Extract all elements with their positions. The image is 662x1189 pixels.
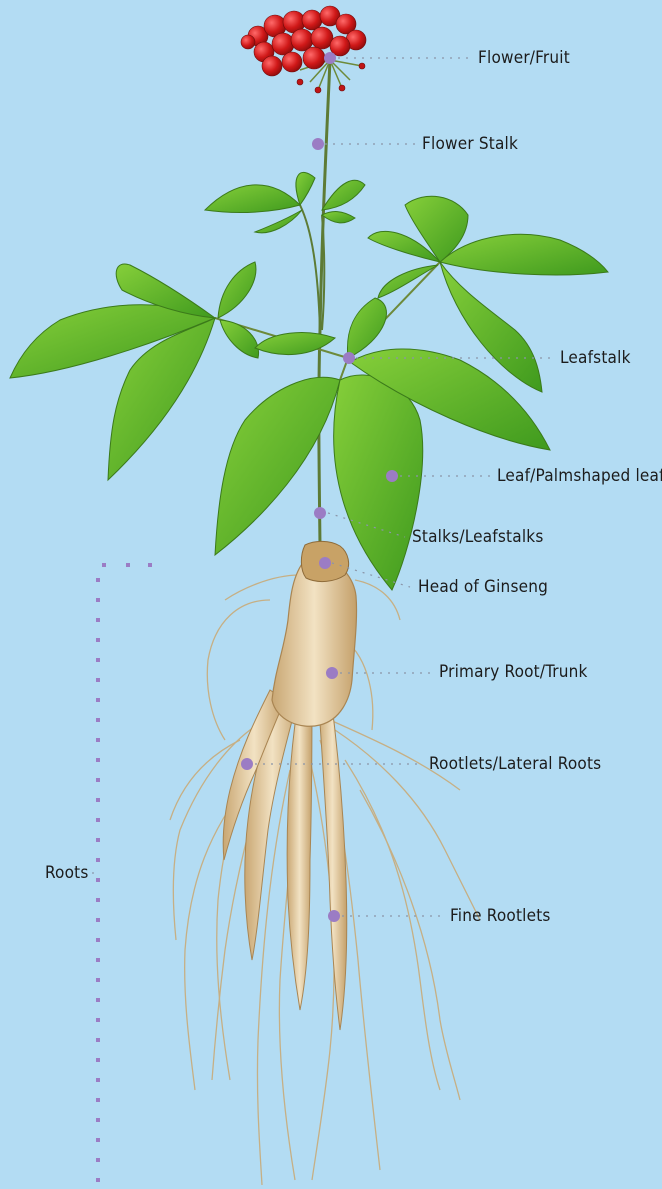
bracket-dot xyxy=(96,718,100,722)
bracket-dot xyxy=(96,878,100,882)
bracket-dot xyxy=(96,1058,100,1062)
bracket-dot xyxy=(96,1118,100,1122)
bracket-dot xyxy=(96,1138,100,1142)
berry-cluster xyxy=(241,6,366,93)
upper-leaves xyxy=(205,172,365,232)
leader-lines xyxy=(92,58,550,916)
bracket-dot xyxy=(96,978,100,982)
bracket-dot xyxy=(96,638,100,642)
bracket-dot xyxy=(96,758,100,762)
roots-bracket xyxy=(102,563,152,567)
bracket-dot xyxy=(96,818,100,822)
label-flower-fruit: Flower/Fruit xyxy=(478,50,570,67)
bracket-dot xyxy=(96,658,100,662)
label-leaf: Leaf/Palmshaped leaf xyxy=(497,468,662,485)
bracket-dot xyxy=(96,918,100,922)
bracket-dot xyxy=(96,578,100,582)
label-primary-root: Primary Root/Trunk xyxy=(439,664,588,681)
bracket-dot xyxy=(96,618,100,622)
root-group xyxy=(170,541,480,1185)
bracket-dot xyxy=(96,838,100,842)
bracket-dot xyxy=(96,998,100,1002)
bracket-dot xyxy=(96,598,100,602)
bracket-dot xyxy=(96,1158,100,1162)
label-fine-rootlets: Fine Rootlets xyxy=(450,908,551,925)
bracket-dot xyxy=(96,898,100,902)
label-head-of-ginseng: Head of Ginseng xyxy=(418,579,548,596)
bracket-dot xyxy=(96,738,100,742)
label-roots: Roots xyxy=(45,865,89,882)
bracket-dot xyxy=(96,1098,100,1102)
bracket-dot xyxy=(96,938,100,942)
bracket-dot xyxy=(96,1078,100,1082)
bracket-dot xyxy=(96,798,100,802)
bracket-dot xyxy=(96,698,100,702)
label-stalks: Stalks/Leafstalks xyxy=(412,529,544,546)
label-leafstalk: Leafstalk xyxy=(560,350,631,367)
bracket-dot xyxy=(96,678,100,682)
label-flower-stalk: Flower Stalk xyxy=(422,136,518,153)
bracket-dot xyxy=(96,1178,100,1182)
bracket-dot xyxy=(96,958,100,962)
label-rootlets: Rootlets/Lateral Roots xyxy=(429,756,601,773)
bracket-dot xyxy=(96,1038,100,1042)
bracket-dot xyxy=(96,858,100,862)
roots-bracket-line xyxy=(96,578,100,1182)
bracket-dot xyxy=(96,778,100,782)
bracket-dot xyxy=(96,1018,100,1022)
